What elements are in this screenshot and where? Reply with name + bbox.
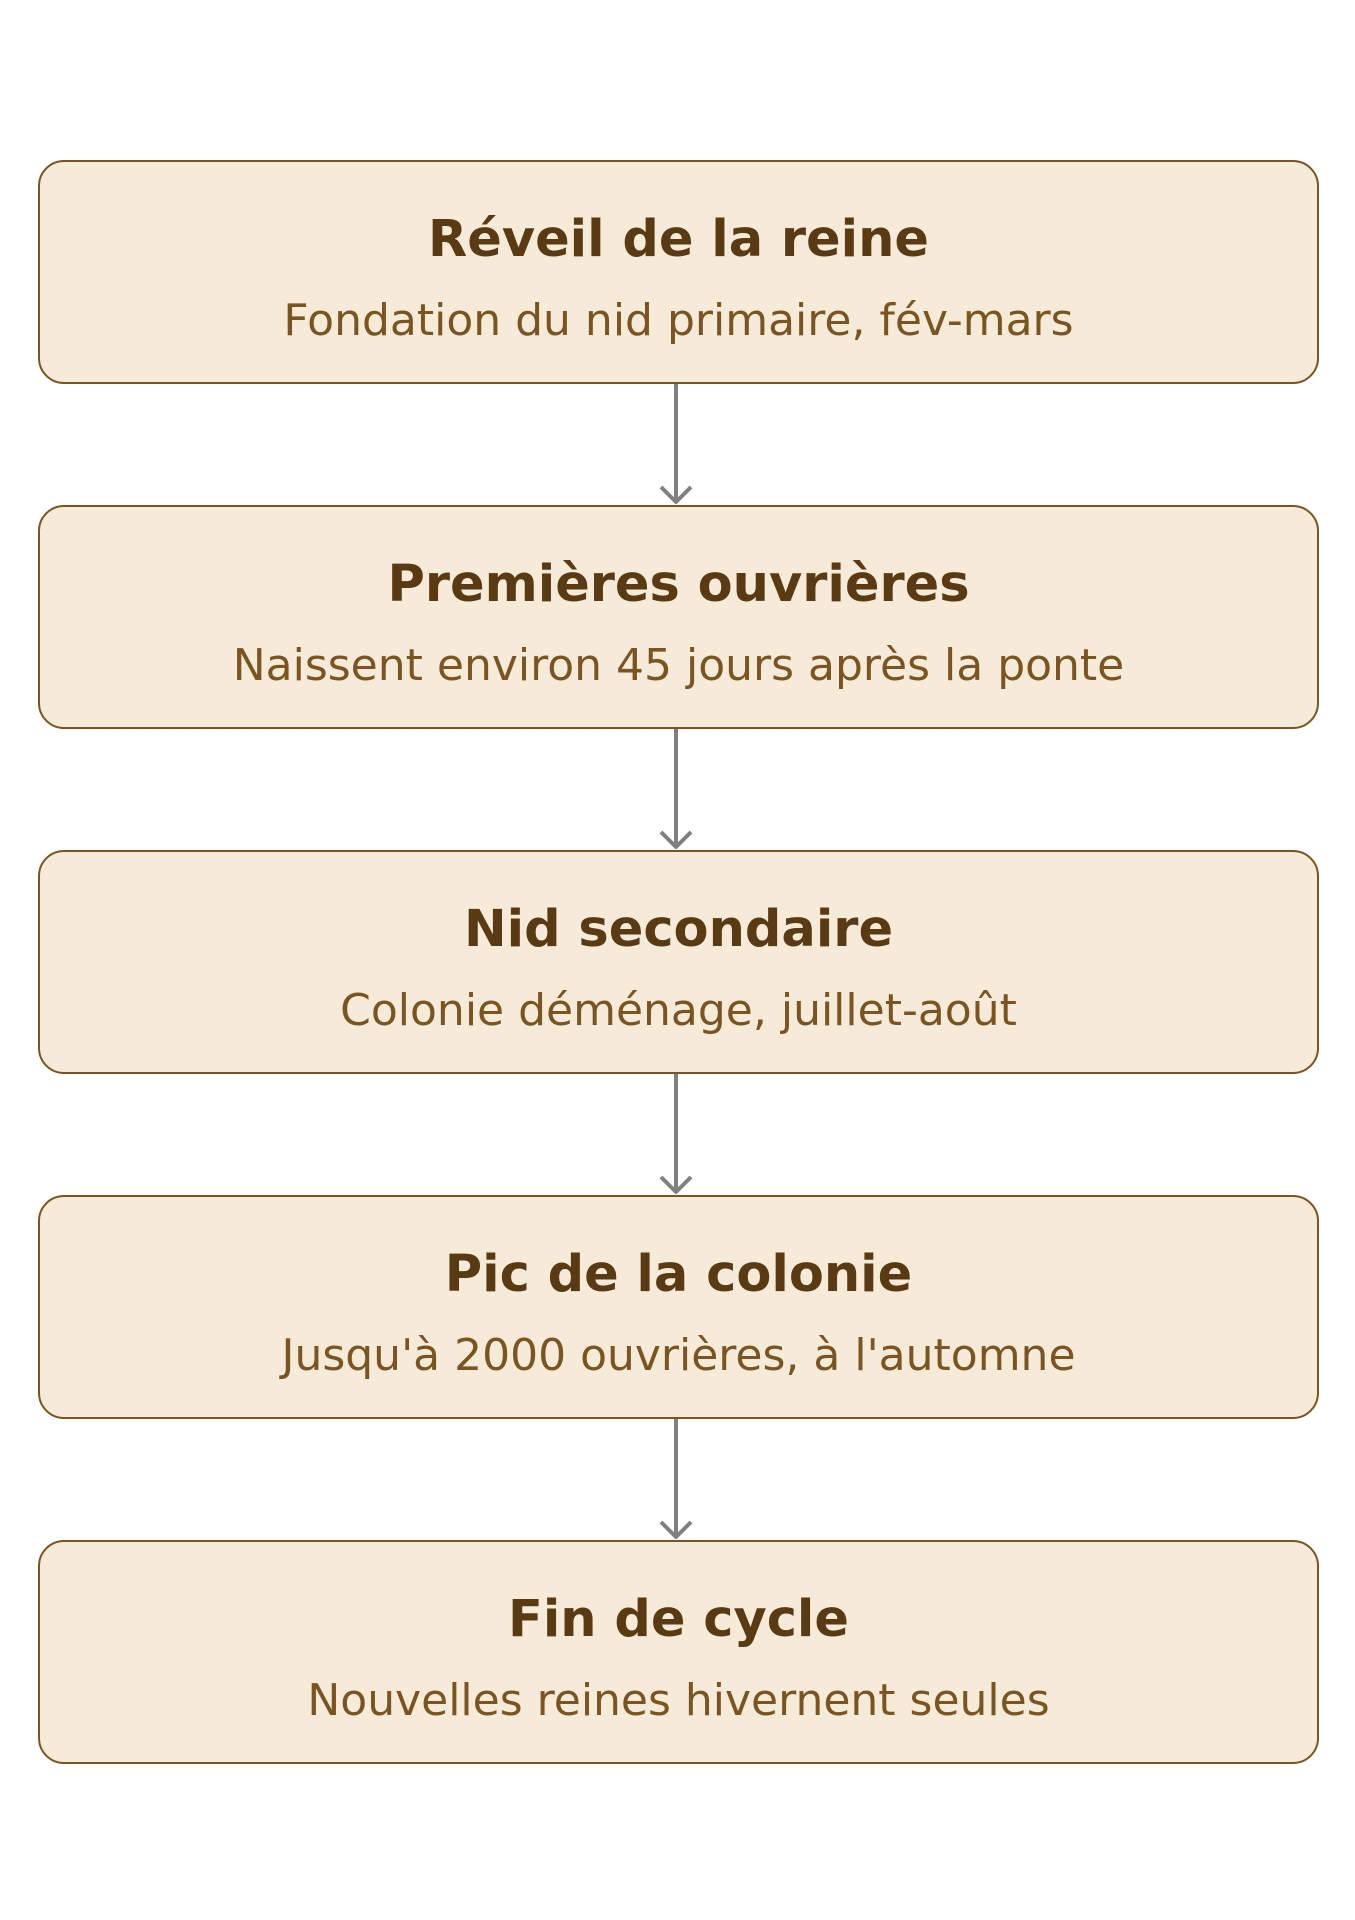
step-title: Nid secondaire bbox=[463, 900, 894, 959]
step-colony-peak: Pic de la colonie Jusqu'à 2000 ouvrières… bbox=[38, 1195, 1319, 1419]
arrow-down-icon bbox=[659, 1074, 693, 1194]
step-title: Réveil de la reine bbox=[427, 210, 930, 269]
arrow-down-icon bbox=[659, 1419, 693, 1539]
step-queen-awakening: Réveil de la reine Fondation du nid prim… bbox=[38, 160, 1319, 384]
arrow-down-icon bbox=[659, 384, 693, 504]
step-first-workers: Premières ouvrières Naissent environ 45 … bbox=[38, 505, 1319, 729]
step-description: Naissent environ 45 jours après la ponte bbox=[232, 640, 1125, 691]
step-title: Premières ouvrières bbox=[387, 555, 970, 614]
step-title: Fin de cycle bbox=[507, 1590, 849, 1649]
step-title: Pic de la colonie bbox=[444, 1245, 913, 1304]
step-description: Jusqu'à 2000 ouvrières, à l'automne bbox=[281, 1330, 1076, 1381]
arrow-down-icon bbox=[659, 729, 693, 849]
step-description: Colonie déménage, juillet-août bbox=[340, 985, 1017, 1036]
step-description: Fondation du nid primaire, fév-mars bbox=[283, 295, 1074, 346]
step-description: Nouvelles reines hivernent seules bbox=[307, 1675, 1050, 1726]
step-end-of-cycle: Fin de cycle Nouvelles reines hivernent … bbox=[38, 1540, 1319, 1764]
step-secondary-nest: Nid secondaire Colonie déménage, juillet… bbox=[38, 850, 1319, 1074]
